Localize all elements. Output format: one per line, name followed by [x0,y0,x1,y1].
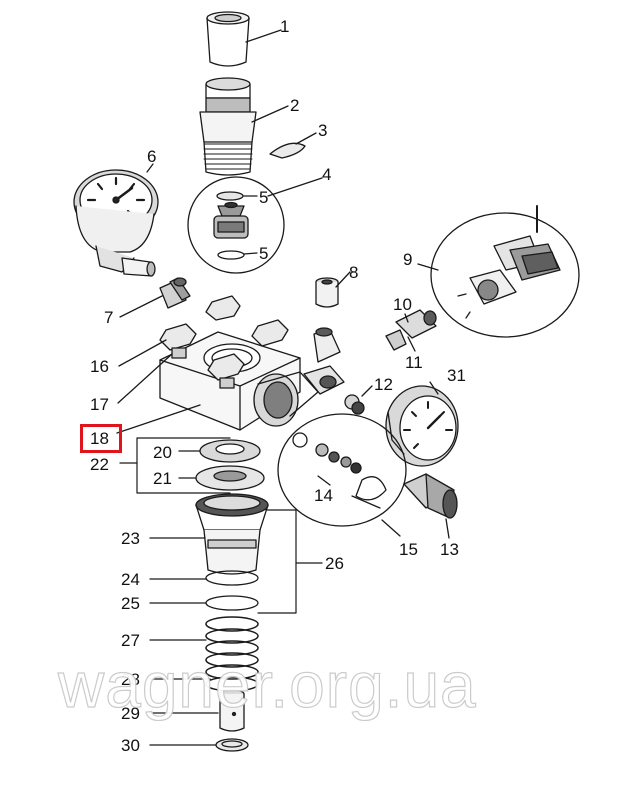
part-label-25: 25 [121,594,140,613]
highlight-box [80,424,122,453]
part-label-5-top: 5 [259,188,269,207]
part-13-fitting [403,473,458,519]
part-label-21: 21 [153,469,172,488]
part-31-gauge [385,385,459,467]
part-label-15: 15 [399,540,418,559]
part-label-29: 29 [121,704,140,723]
part-label-18: 18 [90,429,109,448]
part-label-10: 10 [393,295,412,314]
part-label-13: 13 [440,540,459,559]
part-18-valve-block [159,295,345,431]
part-label-12: 12 [374,375,393,394]
part-15-seal-kit [277,413,407,527]
part-1-bushing [206,11,250,67]
part-label-6: 6 [147,147,157,166]
part-20-washer [199,439,261,463]
part-label-1: 1 [280,17,290,36]
part-label-28: 28 [121,670,140,689]
part-label-5-bottom: 5 [259,244,269,263]
part-label-9: 9 [403,250,413,269]
part-label-17: 17 [90,395,109,414]
part-29-pin [219,689,245,732]
part-12-plug [344,394,365,415]
part-label-23: 23 [121,529,140,548]
part-label-22: 22 [90,455,109,474]
part-8-nipple [315,277,339,308]
part-label-30: 30 [121,736,140,755]
part-label-20: 20 [153,443,172,462]
part-label-16: 16 [90,357,109,376]
part-27-spring [205,616,259,692]
part-23-cartridge [195,493,269,575]
part-24-o-ring [205,570,259,586]
watermark: wagner.org.ua [57,648,477,721]
part-4-valve-assembly [187,176,285,274]
part-9-switch-assembly [430,205,580,338]
part-label-27: 27 [121,631,140,650]
part-25-o-ring [205,595,259,611]
part-label-26: 26 [325,554,344,573]
part-3-clip [269,142,306,159]
part-label-7: 7 [104,308,114,327]
part-label-2: 2 [290,96,300,115]
part-7-fitting [159,277,191,309]
part-label-31: 31 [447,366,466,385]
part-label-24: 24 [121,570,140,589]
part-label-3: 3 [318,121,328,140]
part-30-retaining-ring [215,738,249,752]
part-label-8: 8 [349,263,359,282]
part-6-pressure-gauge [73,169,159,277]
part-label-11: 11 [405,353,423,372]
part-21-diaphragm [195,465,265,491]
part-label-14: 14 [314,486,333,505]
part-label-4: 4 [322,165,332,184]
part-2-threaded-body [199,77,257,176]
